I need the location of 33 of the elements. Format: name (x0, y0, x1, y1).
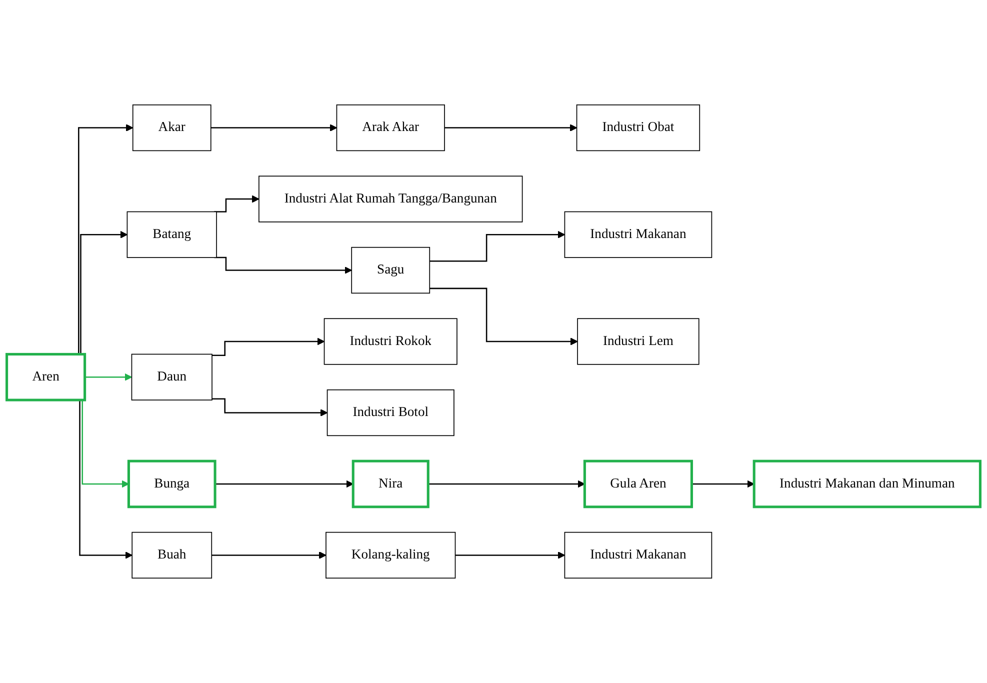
node-box: Nira (352, 460, 430, 508)
node-box: Industri Alat Rumah Tangga/Bangunan (258, 176, 523, 222)
node-box: Sagu (351, 246, 430, 294)
node-box: Kolang-kaling (326, 532, 456, 579)
arrow (430, 288, 578, 346)
arrow (212, 338, 325, 356)
node-box: Industri Botol (326, 389, 454, 436)
arrow (212, 551, 326, 559)
node-box: Industri Makanan dan Minuman (752, 460, 982, 508)
arrow (84, 373, 132, 381)
arrow (214, 195, 260, 212)
node-box: Industri Rokok (324, 318, 458, 365)
arrow (430, 230, 566, 262)
node-box: Arak Akar (336, 104, 445, 152)
node-box: Buah (132, 532, 212, 579)
arrow (444, 124, 578, 132)
arrow (214, 256, 352, 274)
arrow (428, 480, 586, 488)
node-box: Industri Makanan (564, 211, 712, 258)
arrow (455, 551, 566, 559)
node-box: Akar (132, 104, 212, 152)
node-box: Batang (126, 211, 217, 258)
node-box: Industri Obat (576, 104, 700, 152)
node-box: Industri Makanan (564, 532, 712, 579)
node-box: Industri Lem (577, 318, 700, 365)
node-box: Daun (131, 354, 212, 400)
node-box: Gula Aren (583, 460, 693, 508)
node-box: Bunga (127, 460, 216, 508)
arrow (215, 480, 354, 488)
arrow (212, 398, 328, 416)
node-box: Aren (6, 352, 86, 402)
arrow (692, 480, 754, 488)
arrow (210, 124, 338, 132)
